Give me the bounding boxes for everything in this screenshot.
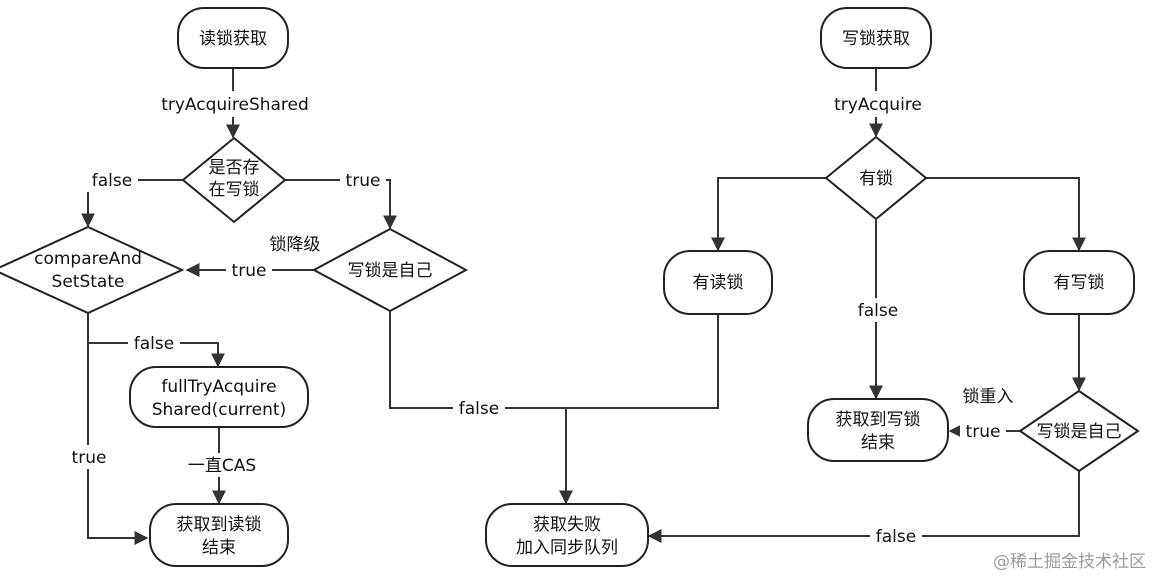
- label-cas-loop: 一直CAS: [188, 456, 256, 476]
- node-read-end-line1: 获取到读锁: [177, 515, 262, 535]
- node-write-is-self-2-label: 写锁是自己: [1037, 422, 1122, 442]
- node-write-is-self-diamond: [311, 227, 469, 313]
- node-has-write-lock-diamond: [181, 136, 287, 224]
- label-false-mid: false: [459, 399, 499, 419]
- watermark: @稀土掘金技术社区: [993, 552, 1146, 572]
- node-full-try-line2: Shared(current): [152, 400, 286, 420]
- node-read-end-line2: 结束: [202, 538, 236, 558]
- node-has-write-lock-line2: 在写锁: [209, 180, 260, 200]
- edge-labels: tryAcquireShared false true 锁降级 true fal…: [66, 91, 1014, 548]
- node-cas-line2: SetState: [52, 272, 125, 292]
- node-read-start-label: 读锁获取: [199, 29, 267, 49]
- node-has-write-lock: [1023, 250, 1135, 315]
- node-has-lock-diamond: [824, 135, 928, 221]
- edge-self-false-to-fail: [647, 470, 1080, 543]
- node-has-write-lock-line1: 是否存: [209, 158, 260, 178]
- node-fail-line2: 加入同步队列: [516, 538, 618, 558]
- label-try-acquire: tryAcquire: [834, 95, 922, 115]
- node-cas-diamond: [0, 225, 185, 315]
- edge-hasread-to-fail: [566, 314, 719, 409]
- node-write-end: [807, 398, 949, 462]
- label-false-cas: false: [134, 334, 174, 354]
- label-false-haslock: false: [858, 301, 898, 321]
- label-lock-reentry: 锁重入: [963, 387, 1014, 407]
- node-has-read-lock: [663, 250, 773, 315]
- node-write-start: [820, 7, 932, 69]
- node-full-try-acquire: [129, 366, 309, 428]
- label-false-bottom: false: [876, 527, 916, 547]
- node-write-is-self-2-diamond: [1018, 389, 1140, 473]
- node-read-end: [149, 503, 289, 567]
- node-write-end-line1: 获取到写锁: [836, 410, 921, 430]
- label-true-reentry: true: [966, 422, 1001, 442]
- node-full-try-line1: fullTryAcquire: [161, 377, 276, 397]
- label-try-acquire-shared: tryAcquireShared: [161, 95, 309, 115]
- node-fail-enqueue: [485, 503, 649, 567]
- label-true-cas-down: true: [72, 448, 107, 468]
- node-has-write-lock-label: 有写锁: [1054, 273, 1105, 293]
- node-read-start: [177, 7, 289, 69]
- label-true-right: true: [346, 171, 381, 191]
- label-lock-downgrade: 锁降级: [270, 235, 321, 255]
- nodes: 读锁获取 写锁获取 是否存 在写锁 compareAnd SetState 写锁…: [0, 7, 1140, 567]
- edge-self-false: [389, 310, 566, 409]
- node-write-start-label: 写锁获取: [842, 29, 910, 49]
- edge-haslock-to-read: [711, 177, 826, 252]
- node-has-read-lock-label: 有读锁: [693, 273, 744, 293]
- edge-haslock-to-write: [926, 177, 1086, 252]
- label-true-cas: true: [232, 261, 267, 281]
- connectors: [81, 68, 1086, 545]
- node-fail-line1: 获取失败: [533, 515, 601, 535]
- edge-check-true-to-self: [285, 179, 397, 230]
- node-has-lock-label: 有锁: [859, 169, 893, 189]
- node-write-end-line2: 结束: [861, 433, 895, 453]
- node-write-is-self-label: 写锁是自己: [348, 261, 433, 281]
- edge-cas-true-to-read-end: [87, 312, 149, 545]
- label-false-left: false: [92, 171, 132, 191]
- node-cas-line1: compareAnd: [34, 249, 142, 269]
